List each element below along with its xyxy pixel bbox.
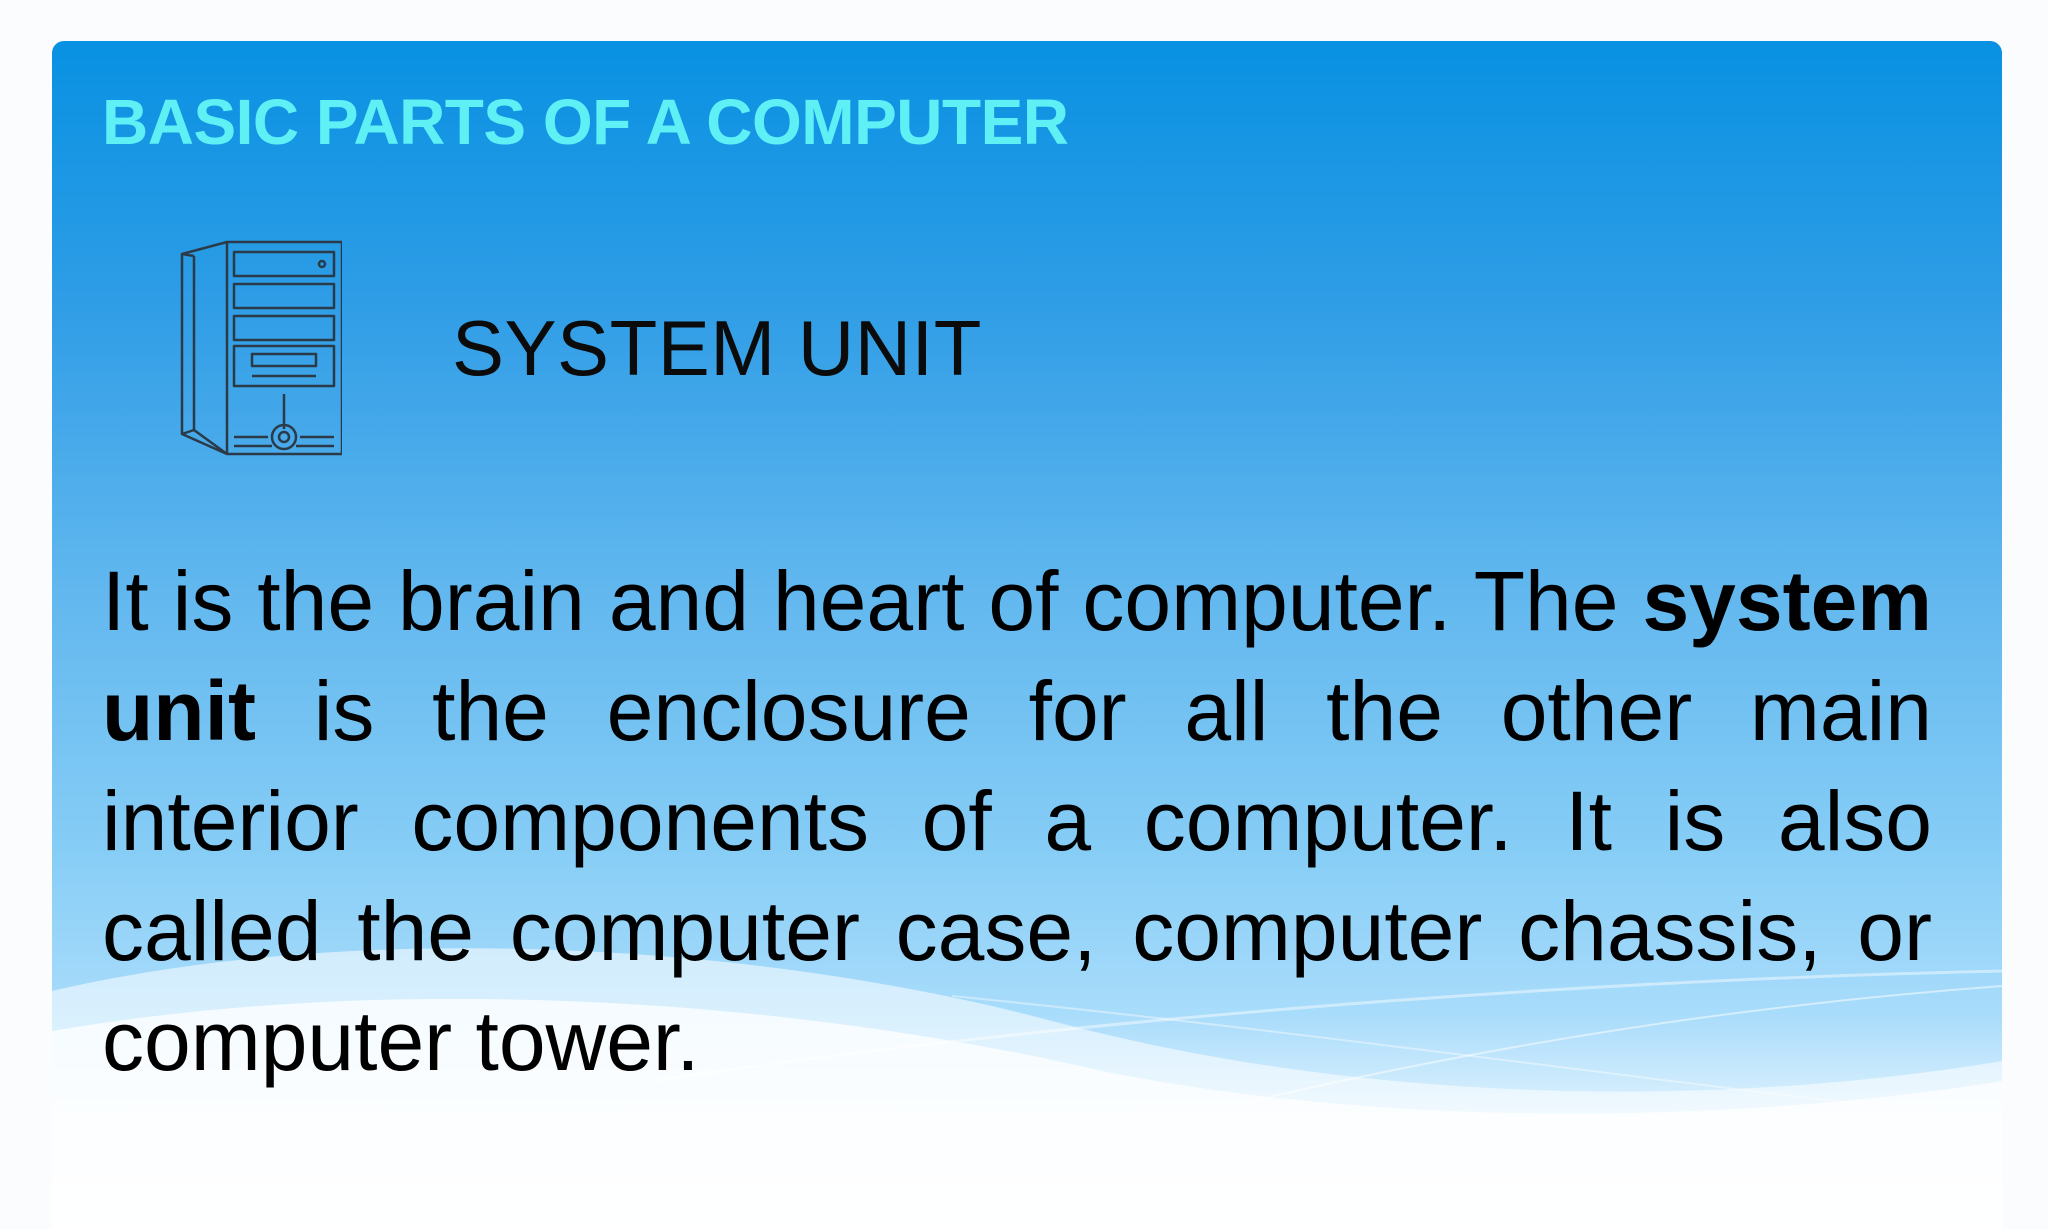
computer-tower-icon	[180, 240, 342, 456]
body-text-part-1: It is the brain and heart of computer. T…	[102, 554, 1643, 648]
wave-decoration	[52, 948, 2002, 1229]
body-text-bold: system unit	[102, 554, 1932, 758]
slide-body-text: It is the brain and heart of computer. T…	[102, 546, 1932, 1096]
slide-subtitle: SYSTEM UNIT	[452, 304, 982, 392]
slide-heading: BASIC PARTS OF A COMPUTER	[102, 86, 1069, 158]
body-text-part-2: is the enclosure for all the other main …	[102, 664, 1932, 1088]
slide: BASIC PARTS OF A COMPUTER SYSTEM UNIT It…	[52, 41, 2002, 1229]
